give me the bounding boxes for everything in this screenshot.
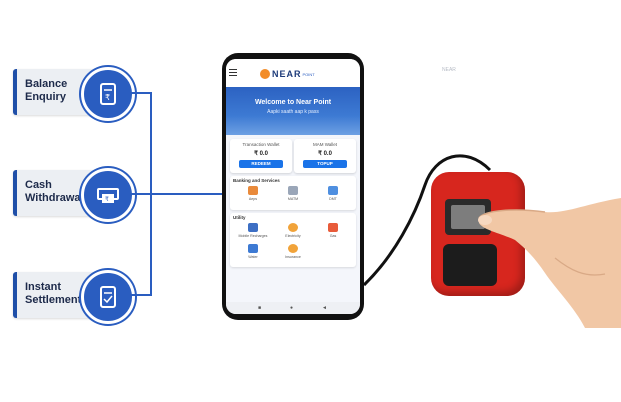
cash-withdrawal-icon: ₹ [81, 168, 135, 222]
service-matm[interactable]: MATM [278, 186, 308, 206]
matm-icon [288, 186, 298, 195]
service-label: Insurance [285, 255, 301, 259]
wallet-label: Transaction Wallet [242, 142, 280, 147]
wallet-balance: ₹ 0.0 [254, 151, 268, 157]
section-title: Banking and Services [233, 178, 280, 183]
logo-text: NEAR [272, 69, 302, 79]
utility-section: Utility Mobile Recharges Electricity Gas… [230, 213, 356, 267]
recent-apps-icon[interactable]: ■ [258, 305, 262, 311]
feature-label: Instant Settlement [25, 281, 82, 306]
feature-instant-settlement[interactable]: Instant Settlement [13, 270, 135, 324]
app-header: NEAR POINT [226, 59, 360, 87]
logo-sub: POINT [302, 71, 315, 77]
gas-icon [328, 223, 338, 232]
service-insurance[interactable]: Insurance [278, 244, 308, 264]
welcome-banner: Welcome to Near Point Aapki saath aap k … [226, 87, 360, 135]
phone-mockup: NEAR POINT Welcome to Near Point Aapki s… [222, 53, 364, 320]
transaction-wallet-card: Transaction Wallet ₹ 0.0 REDEEM [230, 139, 292, 173]
service-label: Mobile Recharges [238, 234, 268, 238]
service-label: MATM [287, 197, 299, 201]
redeem-button[interactable]: REDEEM [239, 160, 283, 168]
logo-mark-icon [260, 69, 270, 79]
service-label: Gas [329, 234, 337, 238]
balance-enquiry-icon: ₹ [81, 67, 135, 121]
connector-line [129, 294, 151, 296]
section-title: Utility [233, 215, 246, 220]
insurance-icon [288, 244, 298, 253]
home-icon[interactable]: ● [290, 305, 294, 311]
app-logo: NEAR POINT [260, 68, 315, 80]
welcome-subtitle: Aapki saath aap k pass [267, 109, 319, 115]
connector-line [129, 193, 222, 195]
feature-balance-enquiry[interactable]: Balance Enquiry ₹ [13, 67, 135, 121]
wallet-balance: ₹ 0.0 [318, 151, 332, 157]
mam-wallet-card: MAM Wallet ₹ 0.0 TOPUP [294, 139, 356, 173]
service-dmt[interactable]: DMT [318, 186, 348, 206]
dmt-icon [328, 186, 338, 195]
service-electricity[interactable]: Electricity [278, 223, 308, 243]
service-aeps[interactable]: Aeps [238, 186, 268, 206]
service-label: Water [248, 255, 258, 259]
water-icon [248, 244, 258, 253]
svg-text:₹: ₹ [105, 93, 110, 102]
scanner-grip [443, 244, 497, 286]
welcome-title: Welcome to Near Point [254, 99, 332, 106]
hand-image [478, 198, 621, 328]
banking-services-section: Banking and Services Aeps MATM DMT [230, 176, 356, 210]
instant-settlement-icon [81, 270, 135, 324]
service-label: Aeps [248, 197, 258, 201]
service-label: Electricity [285, 234, 301, 238]
android-nav-bar: ■ ● ◄ [226, 302, 360, 314]
topup-button[interactable]: TOPUP [303, 160, 347, 168]
back-icon[interactable]: ◄ [322, 305, 327, 311]
service-gas[interactable]: Gas [318, 223, 348, 243]
svg-text:₹: ₹ [105, 196, 109, 203]
usb-cable [362, 154, 492, 287]
app-screen: NEAR POINT Welcome to Near Point Aapki s… [226, 59, 360, 314]
service-water[interactable]: Water [238, 244, 268, 264]
aeps-icon [248, 186, 258, 195]
feature-label: Balance Enquiry [25, 78, 68, 103]
mobile-icon [248, 223, 258, 232]
service-label: DMT [329, 197, 337, 201]
feature-label: Cash Withdrawal [25, 179, 84, 204]
electricity-icon [288, 223, 298, 232]
wallet-label: MAM Wallet [312, 142, 338, 147]
connector-line [129, 92, 151, 94]
watermark-text: NEAR [442, 67, 456, 73]
service-mobile-recharges[interactable]: Mobile Recharges [238, 223, 268, 243]
feature-cash-withdrawal[interactable]: Cash Withdrawal ₹ [13, 168, 135, 222]
menu-icon[interactable] [229, 69, 237, 76]
